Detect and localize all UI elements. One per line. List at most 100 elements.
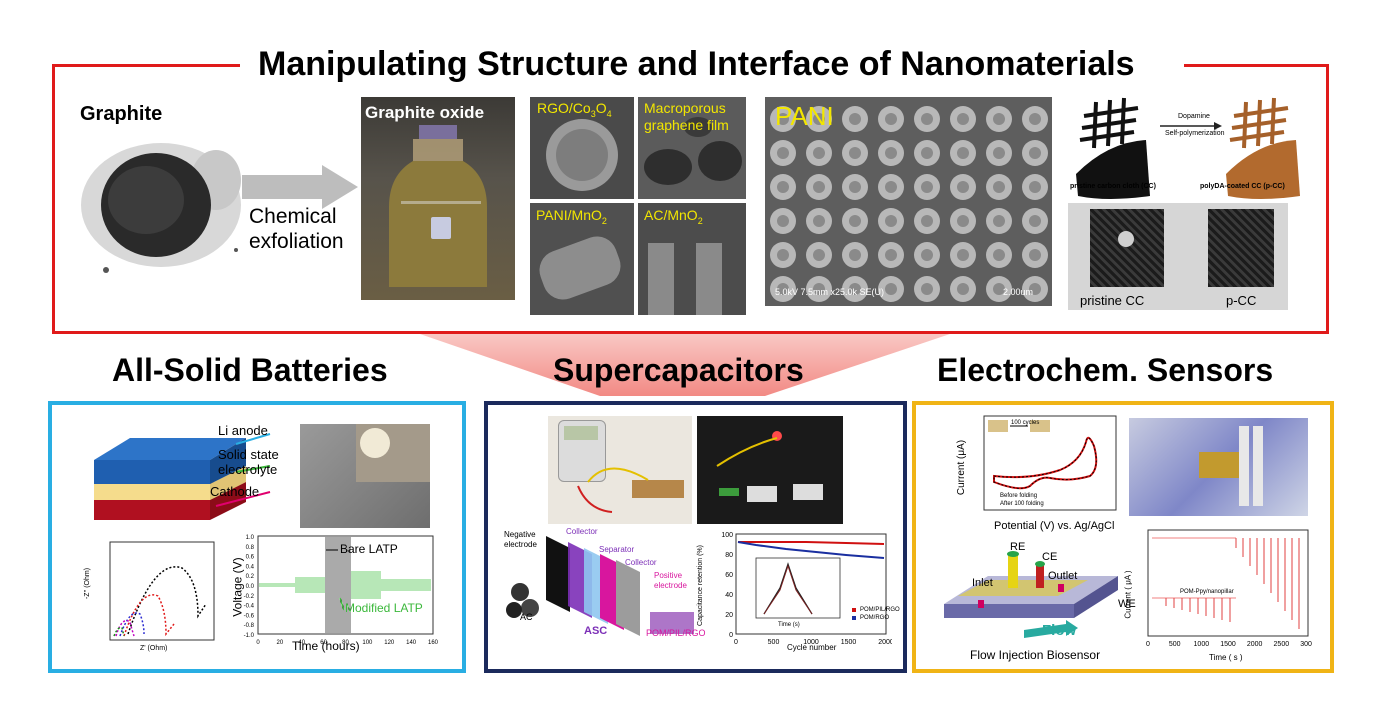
cap-ylabel: Capacitance retention (%) (696, 545, 704, 626)
pani-nanostructure-core (957, 181, 969, 193)
cv-xlabel: Potential (V) vs. Ag/AgCl (994, 520, 1115, 532)
sem-rgo-co3o4: RGO/Co3O4 (530, 97, 634, 199)
re-label: RE (1010, 541, 1026, 553)
vt-ytick: 0.6 (246, 555, 255, 561)
flow-injection-label: Flow Injection Biosensor (970, 648, 1101, 662)
vt-ytick: -0.4 (244, 604, 255, 610)
pani-nanostructure-core (921, 113, 933, 125)
pani-nanostructure-core (993, 215, 1005, 227)
inset-xlabel: Time (s) (778, 622, 800, 628)
vt-xtick: 80 (342, 640, 349, 646)
pani-nanostructure-core (993, 113, 1005, 125)
collector-left-label: Collector (566, 527, 598, 536)
asc-label: ASC (584, 625, 608, 637)
dopamine-label: Dopamine (1178, 113, 1210, 120)
cap-ytick: 80 (725, 552, 733, 559)
li-anode-label: Li anode (218, 423, 268, 438)
modified-latp-label: Modified LATP (345, 601, 423, 615)
ac-mno2-label: AC/MnO2 (644, 207, 703, 226)
timer-photo (548, 416, 692, 524)
sem-pani: PANI 5.0kV 7.5mm x25.0k SE(U) 2.00um (765, 97, 1052, 306)
pani-nanostructure-core (813, 181, 825, 193)
vt-xtick: 160 (428, 640, 438, 646)
pani-nanostructure-core (957, 147, 969, 159)
vt-xtick: 40 (298, 640, 305, 646)
amp-xtick: 2500 (1274, 641, 1290, 648)
polyda-cloth-label: polyDA-coated CC (p-CC) (1200, 183, 1285, 190)
supercaps-frame (484, 401, 907, 673)
vt-ytick: -0.2 (244, 594, 255, 600)
pos-electrode-label: Positive electrode (654, 571, 687, 590)
exfoliation-label: exfoliation (249, 230, 344, 253)
vt-xtick: 0 (256, 640, 260, 646)
chemical-label: Chemical (249, 205, 337, 228)
pani-nanostructure-core (1029, 181, 1041, 193)
inlet-label: Inlet (972, 577, 993, 589)
amp-xtick: 500 (1169, 641, 1181, 648)
pani-nanostructure-core (849, 283, 861, 295)
cap-ytick: 40 (725, 592, 733, 599)
cap-xtick: 2000 (878, 639, 892, 646)
cap-ytick: 0 (729, 632, 733, 639)
pani-nanostructure-core (921, 147, 933, 159)
cv-legend-after: After 100 folding (1000, 501, 1044, 507)
pani-mno2-label: PANI/MnO2 (536, 207, 607, 226)
bare-latp-label: Bare LATP (340, 542, 398, 556)
glove-sensor-photo (1129, 418, 1308, 516)
pani-footer: 5.0kV 7.5mm x25.0k SE(U) (775, 287, 885, 297)
graphite-oxide-label: Graphite oxide (365, 103, 485, 122)
cv-plot (983, 415, 1117, 511)
cap-ytick: 60 (725, 572, 733, 579)
pani-nanostructure-core (777, 181, 789, 193)
pani-nanostructure-core (813, 113, 825, 125)
sensors-frame (912, 401, 1334, 673)
battery-layer-stack (94, 433, 271, 520)
flow-label: Flow (1042, 622, 1077, 639)
cathode-label: Cathode (210, 484, 260, 499)
pani-nanostructure-core (777, 147, 789, 159)
pani-nanostructure-core (957, 215, 969, 227)
led-photo (697, 416, 843, 524)
rgo-label: RGO/Co3O4 (537, 100, 612, 119)
pristine-cc-label: pristine CC (1080, 293, 1145, 308)
graphite-label: Graphite (80, 103, 163, 125)
ac-label: AC (520, 612, 533, 622)
amp-legend: POM-Ppy/nanopillar (1180, 589, 1234, 595)
pani-nanostructure-core (921, 215, 933, 227)
vt-xtick: 20 (277, 640, 284, 646)
pani-nanostructure-core (849, 215, 861, 227)
eis-nyquist-plot (109, 541, 215, 641)
time-hours-label: Time (hours) (292, 639, 360, 653)
pani-nanostructure-core (921, 283, 933, 295)
supercaps-title: Supercapacitors (553, 352, 804, 388)
pani-nanostructure-core (993, 147, 1005, 159)
cap-ytick: 20 (725, 612, 733, 619)
arrow-icon (242, 165, 358, 209)
pani-nanostructure-core (813, 147, 825, 159)
amp-xtick: 2000 (1247, 641, 1263, 648)
pani-nanostructure-core (885, 283, 897, 295)
legend-pom-rgo: POM/RGO (860, 615, 890, 621)
cycles-label: 100 cycles (1011, 420, 1040, 426)
cap-xtick: 0 (734, 639, 738, 646)
amp-ylabel: Current ( μA ) (1123, 570, 1133, 619)
cap-xtick: 1000 (803, 639, 819, 646)
cap-ytick: 100 (721, 532, 733, 539)
pani-nanostructure-core (957, 113, 969, 125)
vt-xtick: 60 (320, 640, 327, 646)
graphite-powder-image (81, 143, 241, 273)
pani-nanostructure-core (993, 249, 1005, 261)
top-title: Manipulating Structure and Interface of … (258, 45, 1135, 83)
pani-nanostructure-core (957, 249, 969, 261)
vt-ytick: -1.0 (244, 633, 255, 639)
pani-nanostructure-core (849, 249, 861, 261)
p-cc-label: p-CC (1226, 293, 1257, 308)
solid-state-label: Solid state (218, 447, 279, 462)
pani-nanostructure-core (885, 181, 897, 193)
vt-ytick: -0.8 (244, 623, 255, 629)
voltage-v-label: Voltage (V) (230, 557, 245, 617)
sem-ac-mno2: AC/MnO2 (638, 203, 746, 315)
